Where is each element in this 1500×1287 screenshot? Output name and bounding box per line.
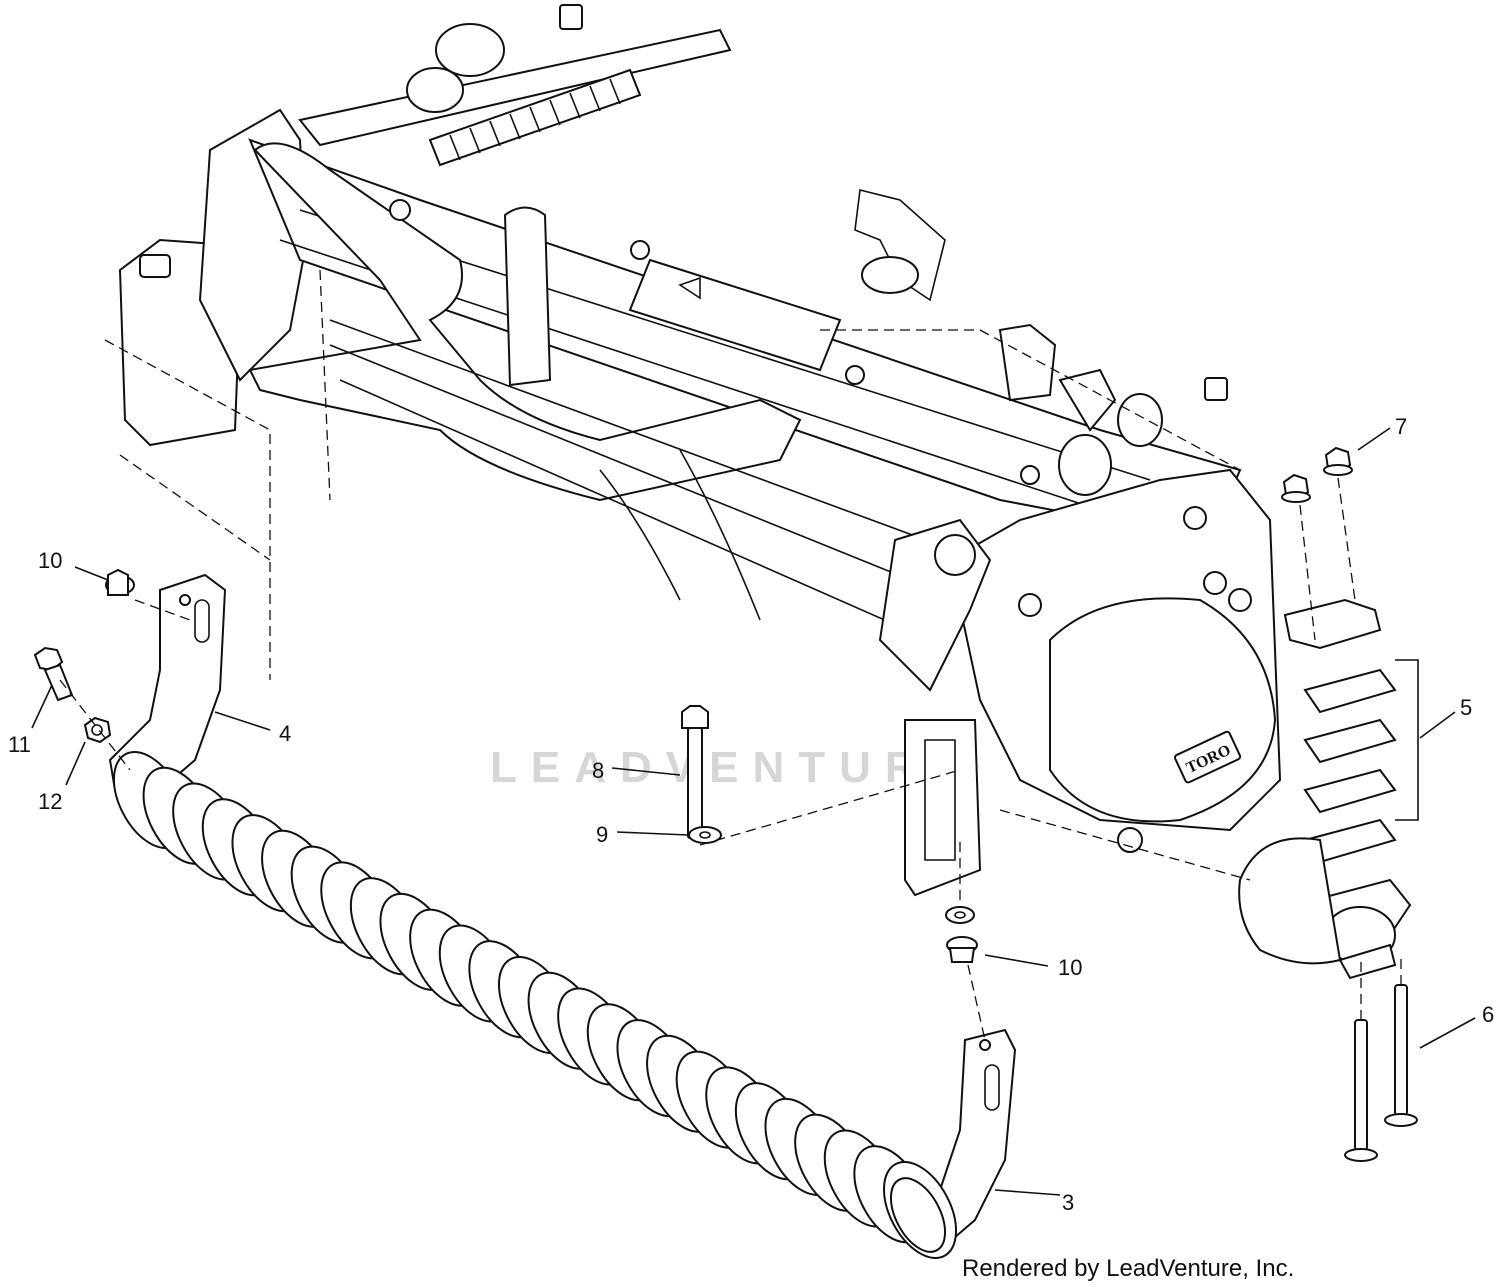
roller-bolt-and-washer (681, 705, 722, 844)
callout-3: 3 (1062, 1190, 1074, 1215)
callout-leaders (31, 427, 1476, 1196)
link-stack (1238, 598, 1419, 980)
callout-9: 9 (596, 822, 608, 847)
render-credit: Rendered by LeadVenture, Inc. (962, 1255, 1294, 1282)
adjuster-spring (428, 68, 642, 167)
callout-10-left: 10 (38, 548, 62, 573)
flange-nuts (1281, 446, 1356, 641)
callout-8: 8 (592, 758, 604, 783)
callout-labels: 3 4 5 6 7 8 9 10 10 11 12 (8, 414, 1494, 1215)
callout-4: 4 (279, 721, 291, 746)
callout-5: 5 (1460, 695, 1472, 720)
washers-and-nuts (105, 568, 978, 963)
callout-10-right: 10 (1058, 955, 1082, 980)
front-grooved-roller (112, 750, 958, 1260)
carriage-bolts (1344, 955, 1418, 1162)
bearing-housing-cover: TORO (878, 468, 1282, 897)
reel-frame-assembly (118, 4, 1242, 641)
bracket-bolt-and-nut (33, 646, 112, 744)
callout-11: 11 (8, 732, 31, 757)
callout-7: 7 (1395, 414, 1407, 439)
roller-end-cap (889, 1177, 947, 1253)
callout-6: 6 (1482, 1002, 1494, 1027)
callout-12: 12 (38, 789, 62, 814)
watermark-text: LEADVENTURE (490, 743, 974, 792)
assembly-dashed-lines (59, 269, 1251, 1041)
